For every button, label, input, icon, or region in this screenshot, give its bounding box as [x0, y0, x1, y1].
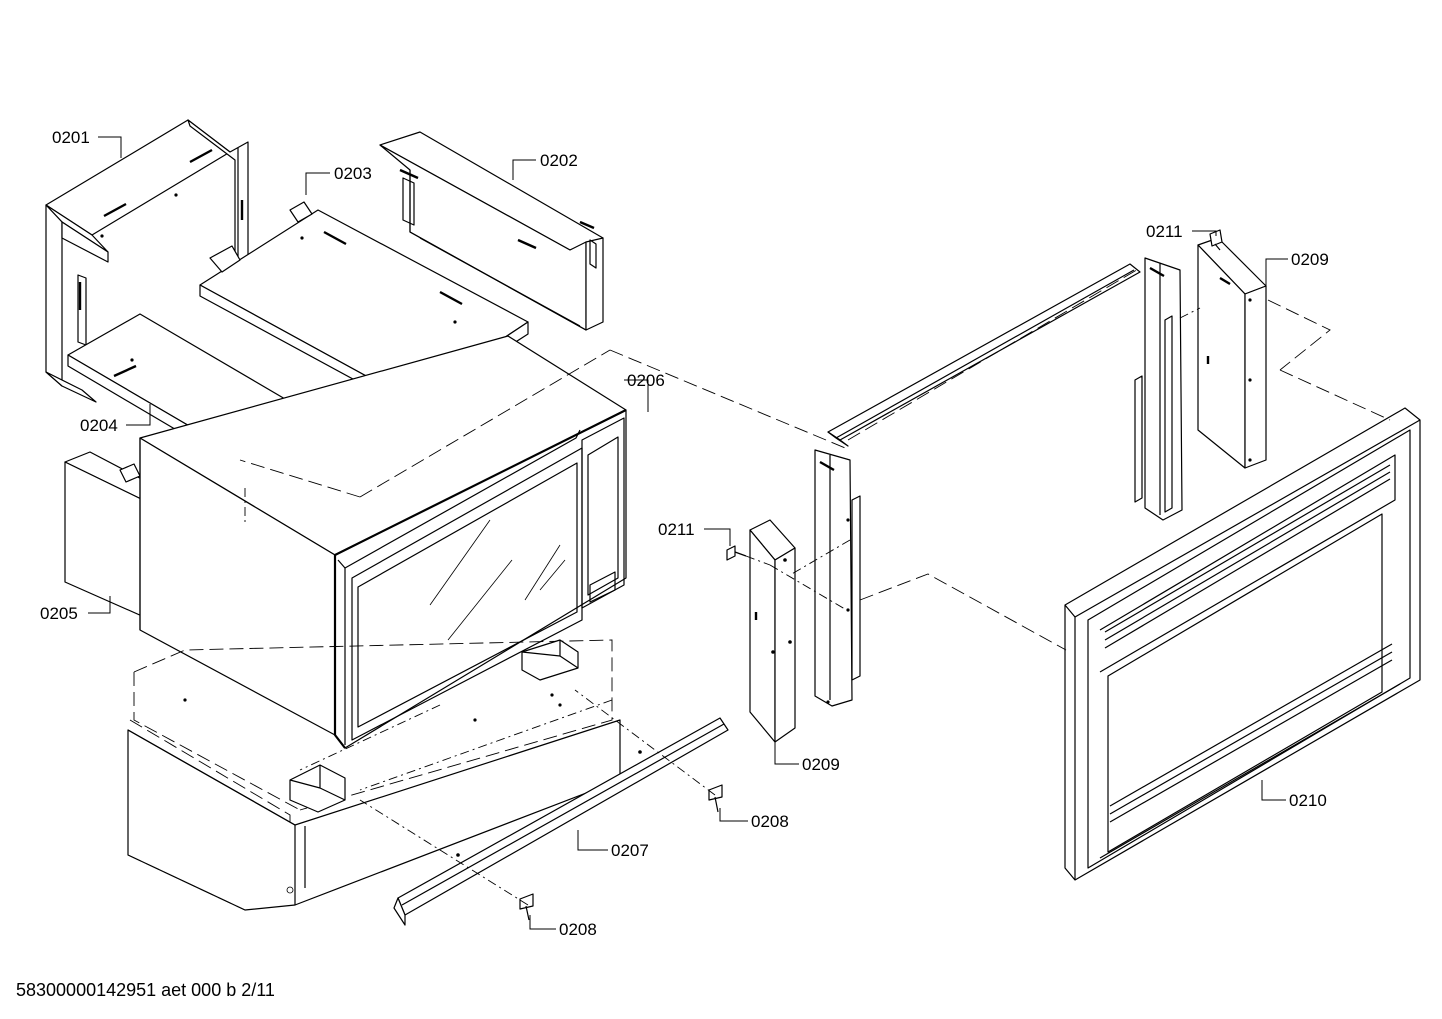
part-0211-screw-right	[1209, 229, 1223, 251]
label-0209-right: 0209	[1291, 250, 1329, 269]
document-reference-footer: 58300000142951 aet 000 b 2/11	[16, 980, 275, 1000]
part-0211-screw-left	[726, 545, 747, 561]
label-0205: 0205	[40, 604, 78, 623]
top-trim-bar	[827, 263, 1141, 447]
alignment-lines	[239, 267, 1391, 906]
part-0202-top-cover	[379, 131, 604, 331]
label-0201: 0201	[52, 128, 90, 147]
label-0206: 0206	[627, 371, 665, 390]
base-trim-assembly	[127, 639, 621, 911]
label-0204: 0204	[80, 416, 118, 435]
part-0210-trim-frame	[1064, 407, 1421, 881]
label-0202: 0202	[540, 151, 578, 170]
part-0209-left-bracket	[749, 519, 796, 743]
part-0208-screw-lower	[519, 893, 534, 921]
part-0209-right-bracket	[1197, 237, 1267, 469]
leader-lines	[88, 136, 1288, 930]
part-0208-screw-upper	[708, 784, 723, 813]
part-0206-oven-body	[139, 335, 627, 749]
label-0209-left: 0209	[802, 755, 840, 774]
label-0211-right: 0211	[1146, 222, 1183, 241]
part-0207-bottom-rail	[393, 717, 729, 926]
label-0211-left: 0211	[658, 520, 695, 539]
label-0208-upper: 0208	[751, 812, 789, 831]
label-0203: 0203	[334, 164, 372, 183]
mount-rail-right	[1134, 257, 1183, 521]
label-0207: 0207	[611, 841, 649, 860]
label-0208-lower: 0208	[559, 920, 597, 939]
label-0210: 0210	[1289, 791, 1327, 810]
mount-rail-center	[814, 449, 861, 707]
part-labels: 0201 0202 0203 0204 0205 0206 0207 0208 …	[40, 128, 1329, 939]
